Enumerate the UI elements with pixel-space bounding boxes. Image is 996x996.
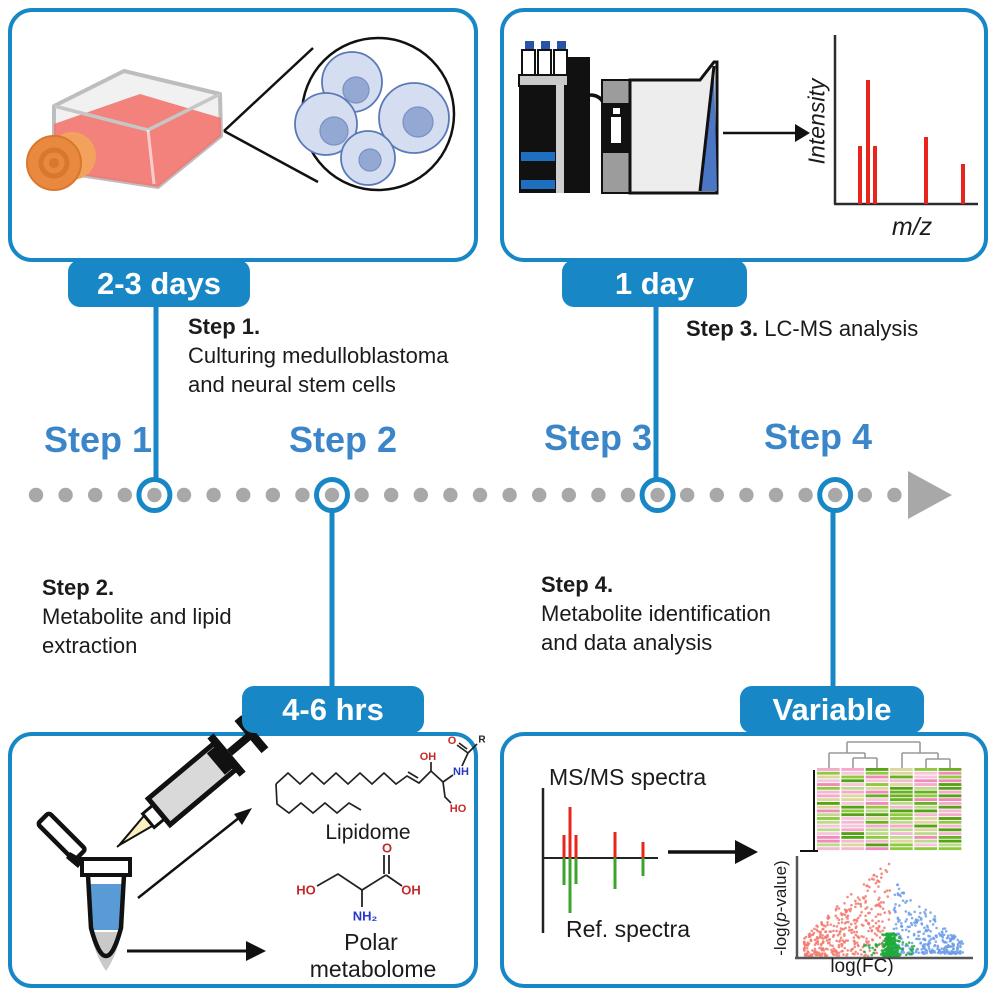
volcano-ylabel: -log(p-value) <box>771 860 790 956</box>
lipid-atom-oh: OH <box>419 751 437 763</box>
timeline-label-step3: Step 3 <box>543 417 652 458</box>
description-step4-line2: and data analysis <box>541 630 713 655</box>
description-step4: Step 4. Metabolite identification and da… <box>541 570 861 657</box>
duration-badge-step4: Variable <box>740 686 924 733</box>
timeline-dots <box>28 477 902 513</box>
lipid-atom-nh: NH <box>453 766 469 778</box>
description-step1: Step 1. Culturing medulloblastoma and ne… <box>188 312 508 399</box>
msms-spectra-label: MS/MS spectra <box>549 764 707 790</box>
lipidome-label: Lipidome <box>325 821 411 844</box>
description-step4-title: Step 4. <box>541 572 614 597</box>
serine-atom-oh: OH <box>401 882 421 898</box>
description-step1-title: Step 1. <box>188 314 261 339</box>
description-step3-text: LC-MS analysis <box>758 316 919 341</box>
timeline-label-step1: Step 1 <box>43 419 152 460</box>
timeline-label-step2: Step 2 <box>288 419 398 460</box>
description-step3: Step 3. LC-MS analysis <box>686 314 986 343</box>
serine-atom-ho: HO <box>296 882 316 898</box>
lipid-atom-o: O <box>447 735 457 747</box>
description-step2-title: Step 2. <box>42 575 115 600</box>
ref-spectra-label: Ref. spectra <box>566 916 690 942</box>
polar-label-line2: metabolome <box>309 956 437 982</box>
volcano-xlabel: log(FC) <box>830 956 894 977</box>
duration-badge-step2: 4-6 hrs <box>242 686 424 733</box>
description-step2-line2: extraction <box>42 633 138 658</box>
spectrum-xlabel: m/z <box>891 213 933 241</box>
timeline-label-step4: Step 4 <box>763 416 873 457</box>
serine-atom-nh2: NH₂ <box>352 908 378 924</box>
panel-cell-culture <box>8 8 478 262</box>
serine-atom-o: O <box>381 840 393 856</box>
duration-badge-step3: 1 day <box>562 260 747 307</box>
spectrum-ylabel: Intensity <box>803 78 830 165</box>
description-step2-line1: Metabolite and lipid <box>42 604 232 629</box>
polar-label-line1: Polar <box>344 929 398 955</box>
description-step1-line2: and neural stem cells <box>188 372 396 397</box>
description-step2: Step 2. Metabolite and lipid extraction <box>42 573 342 660</box>
lipid-atom-ho: HO <box>449 803 467 815</box>
description-step4-line1: Metabolite identification <box>541 601 771 626</box>
description-step1-line1: Culturing medulloblastoma <box>188 343 449 368</box>
timeline-arrow-icon <box>908 471 952 519</box>
description-step3-title: Step 3. <box>686 316 759 341</box>
duration-badge-step1: 2-3 days <box>68 260 250 307</box>
lipid-atom-r: R <box>478 734 486 746</box>
